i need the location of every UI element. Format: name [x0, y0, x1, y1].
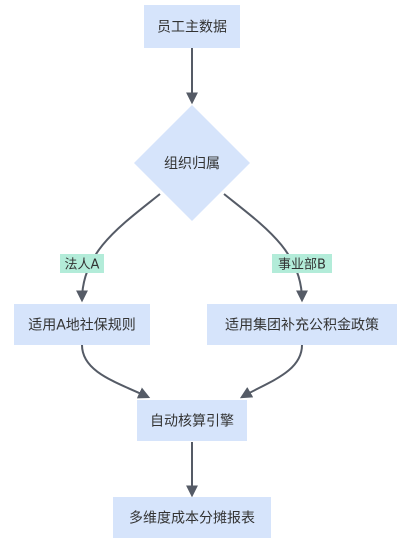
- node-group-policy-label: 适用集团补充公积金政策: [225, 317, 379, 334]
- node-group-policy: 适用集团补充公积金政策: [207, 304, 397, 345]
- edge-entity-a-to-engine: [81, 344, 151, 399]
- edges: [76, 48, 308, 498]
- node-org-affiliation-decision: 组织归属: [134, 105, 250, 221]
- node-employee-master: 员工主数据: [144, 5, 240, 48]
- node-org-affiliation-label: 组织归属: [164, 155, 220, 172]
- edge-org-to-entity-a: [76, 193, 161, 303]
- node-entity-a-rules-label: 适用A地社保规则: [28, 318, 136, 334]
- node-calc-engine-label: 自动核算引擎: [150, 414, 234, 430]
- node-entity-a-rules: 适用A地社保规则: [14, 304, 150, 345]
- node-cost-report: 多维度成本分摊报表: [113, 497, 271, 538]
- node-calc-engine: 自动核算引擎: [137, 400, 247, 441]
- edge-label-entity-a-text: 法人A: [65, 258, 100, 273]
- node-employee-master-label: 员工主数据: [157, 20, 227, 36]
- edge-org-to-dept-b: [223, 193, 308, 303]
- node-cost-report-label: 多维度成本分摊报表: [129, 510, 255, 527]
- edge-dept-b-to-engine: [239, 344, 303, 399]
- edge-label-entity-a: 法人A: [60, 254, 104, 273]
- edge-label-dept-b: 事业部B: [272, 254, 332, 273]
- edge-label-dept-b-text: 事业部B: [278, 258, 326, 273]
